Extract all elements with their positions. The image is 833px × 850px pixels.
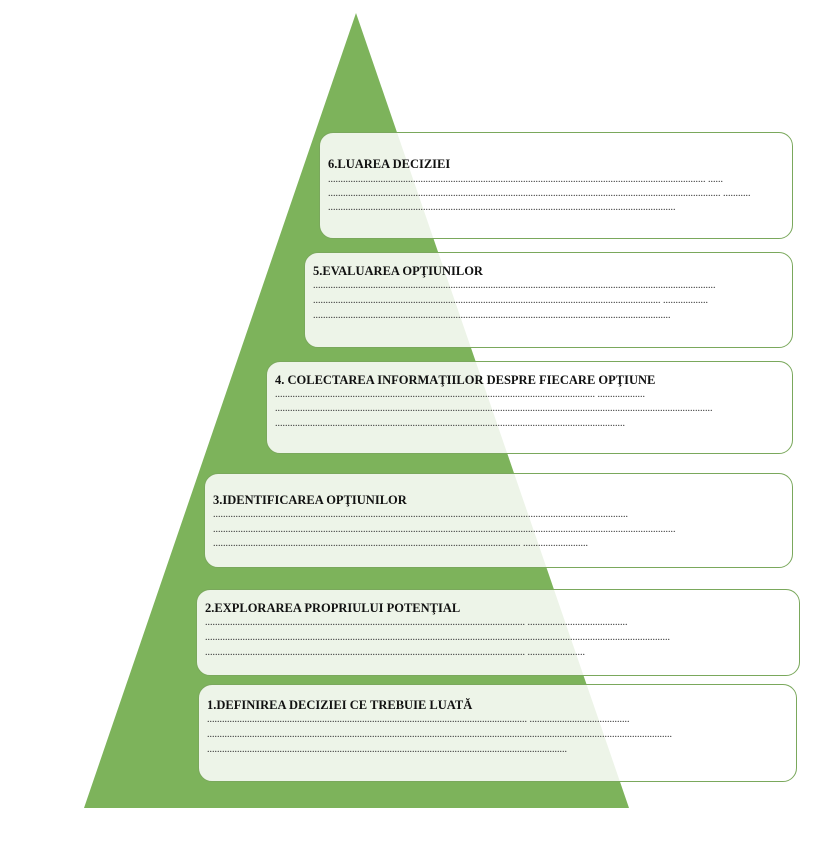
step-title-2: 2.EXPLORAREA PROPRIULUI POTENŢIAL: [205, 601, 461, 615]
step-line-5-2: ........................................…: [313, 295, 708, 306]
step-line-1-1: ........................................…: [207, 714, 630, 725]
step-line-5-3: ........................................…: [313, 310, 671, 321]
step-line-6-1: ........................................…: [328, 174, 723, 185]
step-line-4-2: ........................................…: [275, 403, 713, 414]
step-box-4: 4. COLECTAREA INFORMAŢIILOR DESPRE FIECA…: [266, 361, 793, 454]
step-line-1-3: ........................................…: [207, 744, 567, 755]
step-line-3-2: ........................................…: [213, 524, 676, 535]
step-box-5: 5.EVALUAREA OPŢIUNILOR .................…: [304, 252, 793, 348]
step-line-4-1: ........................................…: [275, 389, 645, 400]
step-title-6: 6.LUAREA DECIZIEI: [328, 157, 451, 171]
step-line-2-3: ........................................…: [205, 647, 585, 658]
step-title-1: 1.DEFINIREA DECIZIEI CE TREBUIE LUATĂ: [207, 698, 473, 712]
step-line-5-1: ........................................…: [313, 280, 716, 291]
step-line-2-1: ........................................…: [205, 617, 628, 628]
step-title-5: 5.EVALUAREA OPŢIUNILOR: [313, 264, 483, 278]
step-box-3: 3.IDENTIFICAREA OPŢIUNILOR .............…: [204, 473, 793, 568]
step-line-1-2: ........................................…: [207, 729, 672, 740]
step-title-3: 3.IDENTIFICAREA OPŢIUNILOR: [213, 493, 407, 507]
step-line-3-3: ........................................…: [213, 538, 588, 549]
step-line-4-3: ........................................…: [275, 418, 625, 429]
step-box-2: 2.EXPLORAREA PROPRIULUI POTENŢIAL ......…: [196, 589, 800, 676]
step-title-4: 4. COLECTAREA INFORMAŢIILOR DESPRE FIECA…: [275, 373, 656, 387]
step-line-3-1: ........................................…: [213, 509, 628, 520]
step-line-2-2: ........................................…: [205, 632, 670, 643]
step-box-6: 6.LUAREA DECIZIEI ......................…: [319, 132, 793, 239]
step-box-1: 1.DEFINIREA DECIZIEI CE TREBUIE LUATĂ ..…: [198, 684, 797, 782]
step-line-6-3: ........................................…: [328, 202, 676, 213]
step-line-6-2: ........................................…: [328, 188, 751, 199]
